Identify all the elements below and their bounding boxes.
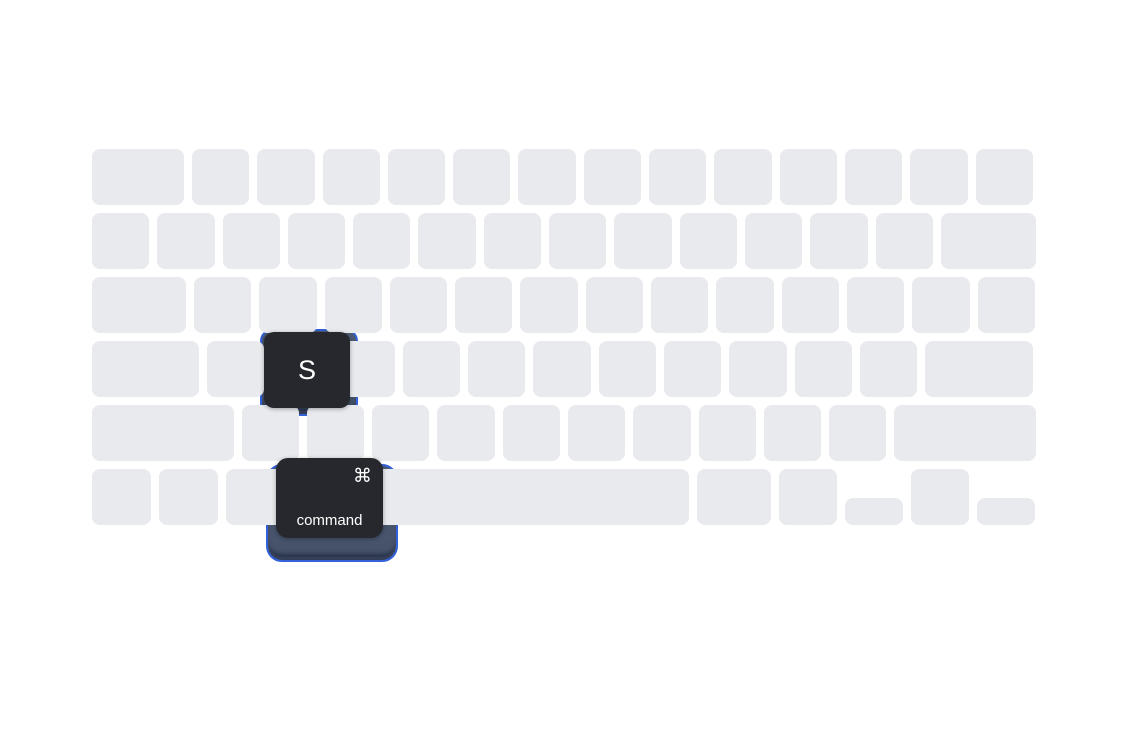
function-key: [649, 149, 707, 205]
shift-right-key: [894, 405, 1036, 461]
command-right-key: [697, 469, 771, 525]
delete-key: [940, 213, 1036, 269]
key: [306, 405, 365, 461]
key: [520, 277, 578, 333]
arrow-left-key: [845, 498, 903, 525]
key: [875, 213, 933, 269]
key: [716, 277, 774, 333]
function-key: [518, 149, 576, 205]
key: [483, 213, 542, 269]
key: [389, 277, 448, 333]
key: [763, 405, 822, 461]
function-key: [453, 149, 511, 205]
key: [455, 277, 513, 333]
keyboard-row: [92, 277, 1036, 333]
return-key: [925, 341, 1034, 397]
key: [585, 277, 644, 333]
keyboard-row: [92, 341, 1036, 397]
key: [194, 277, 252, 333]
key: [533, 341, 591, 397]
key: [698, 405, 756, 461]
option-left-key: [226, 469, 285, 525]
arrow-up-down-key: [911, 469, 969, 525]
key: [977, 277, 1035, 333]
function-key: [192, 149, 250, 205]
key: [157, 213, 215, 269]
key: [614, 213, 672, 269]
arrow-right-key: [977, 498, 1035, 525]
key: [744, 213, 803, 269]
tab-key: [92, 277, 186, 333]
key: [664, 341, 722, 397]
command-key-label: command: [296, 512, 363, 529]
key: [353, 213, 411, 269]
keyboard: [92, 149, 1036, 525]
key: [912, 277, 970, 333]
function-key: [844, 149, 903, 205]
control-key: [159, 469, 218, 525]
key: [810, 213, 868, 269]
key: [846, 277, 905, 333]
key: [598, 341, 657, 397]
key: [259, 277, 317, 333]
function-key: [387, 149, 446, 205]
command-icon: ⌘: [353, 465, 372, 487]
key: [241, 405, 299, 461]
keyboard-row: [92, 149, 1036, 205]
s-key-label: S: [297, 354, 316, 385]
function-key: [322, 149, 380, 205]
key: [651, 277, 709, 333]
s-key: S: [264, 332, 350, 408]
option-right-key: [779, 469, 837, 525]
key: [729, 341, 787, 397]
escape-key: [92, 149, 184, 205]
key: [437, 405, 495, 461]
caps-lock-key: [92, 341, 199, 397]
function-key: [257, 149, 315, 205]
key: [402, 341, 461, 397]
key: [418, 213, 476, 269]
key: [549, 213, 607, 269]
function-key: [583, 149, 642, 205]
power-key: [975, 149, 1033, 205]
keyboard-row: [92, 213, 1036, 269]
key: [679, 213, 737, 269]
key: [372, 405, 430, 461]
key: [468, 341, 526, 397]
function-key: [779, 149, 837, 205]
key: [222, 213, 280, 269]
key: [207, 341, 265, 397]
function-key: [910, 149, 968, 205]
command-key: ⌘ command: [276, 458, 383, 538]
fn-key: [92, 469, 151, 525]
key: [829, 405, 887, 461]
key: [794, 341, 852, 397]
function-key: [714, 149, 772, 205]
key: [92, 213, 150, 269]
keyboard-row: [92, 405, 1036, 461]
key: [781, 277, 839, 333]
space-key: [375, 469, 689, 525]
keyboard-row: [92, 469, 1036, 525]
key: [502, 405, 560, 461]
key: [567, 405, 626, 461]
key: [324, 277, 382, 333]
key: [859, 341, 918, 397]
key: [633, 405, 691, 461]
shift-left-key: [92, 405, 234, 461]
key: [287, 213, 346, 269]
